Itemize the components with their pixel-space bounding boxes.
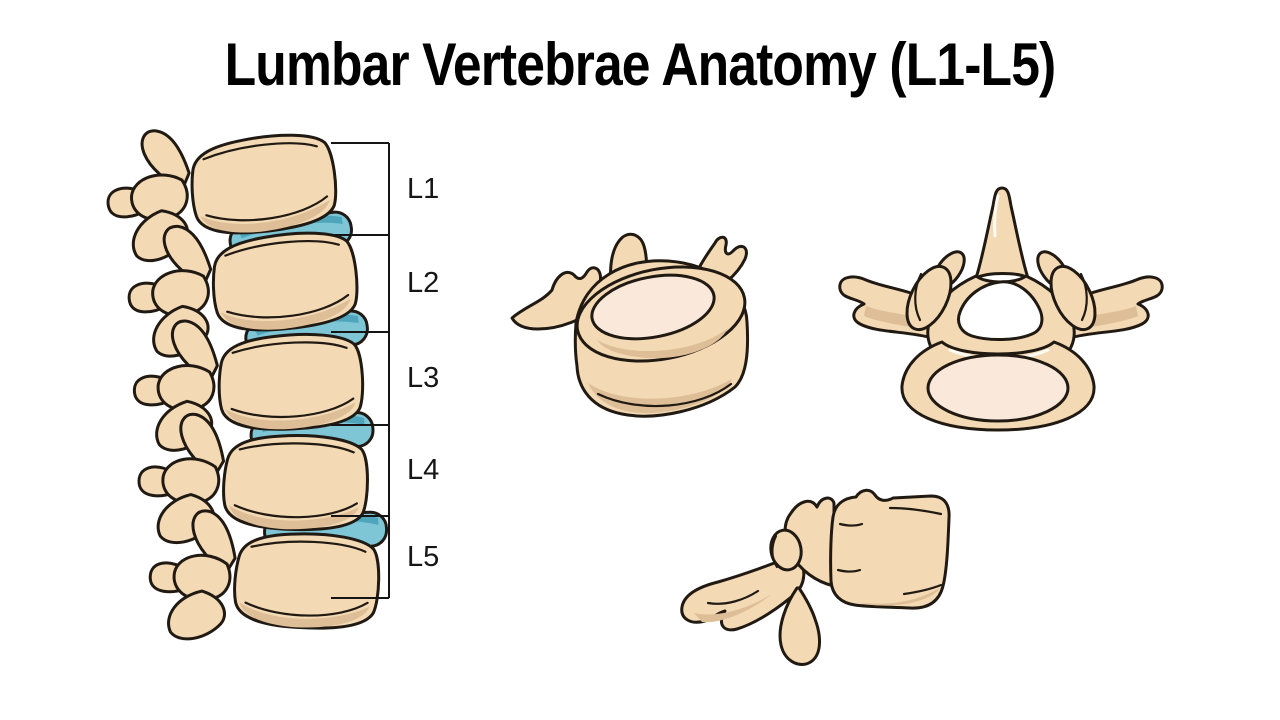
endplate-surface: [590, 273, 716, 341]
vertebra-superior-figure: [838, 186, 1164, 432]
level-label-l5: L5: [407, 541, 440, 573]
page-title: Lumbar Vertebrae Anatomy (L1-L5): [224, 31, 1057, 98]
body-endplate: [926, 353, 1070, 423]
body-shade: [855, 588, 940, 606]
level-bracket: [331, 142, 390, 599]
pedicle-arch: [783, 496, 836, 588]
level-label-l2: L2: [407, 267, 440, 299]
spinous-shade: [694, 594, 772, 623]
spinous-process: [974, 186, 1030, 280]
rim-shade: [597, 328, 728, 359]
inferior-articular-process: [778, 586, 821, 666]
vertebra-lateral-figure: [680, 488, 951, 666]
vertebral-foramen: [957, 280, 1044, 341]
level-label-l3: L3: [407, 362, 440, 394]
level-label-l1: L1: [407, 173, 440, 205]
body-shade: [588, 379, 732, 414]
transverse-process-knob: [769, 528, 803, 572]
vertebral-body: [829, 488, 951, 610]
level-label-l4: L4: [407, 454, 440, 486]
vertebra-oblique-figure: [510, 232, 750, 418]
